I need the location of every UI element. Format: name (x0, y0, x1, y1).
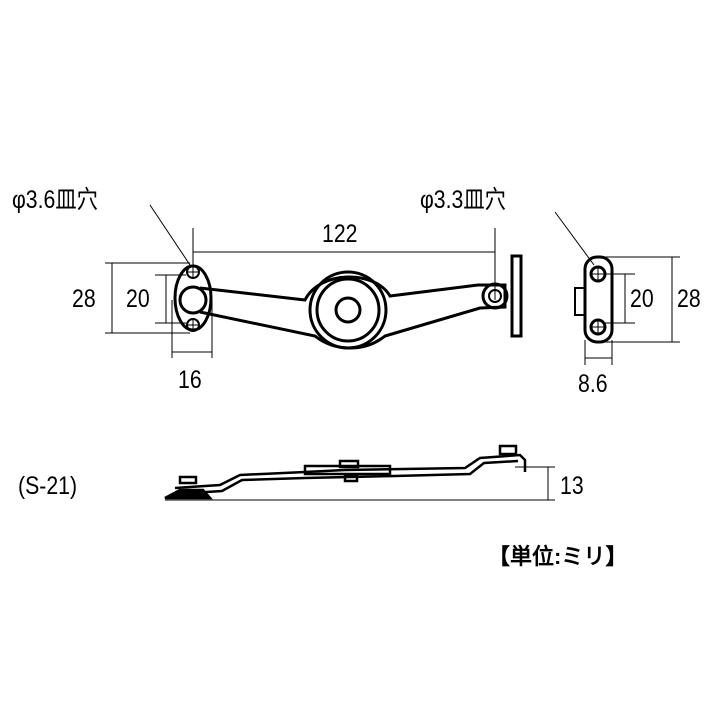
right-height-outer-label: 28 (677, 285, 701, 313)
left-bracket-cross (187, 266, 199, 331)
hub-outer (308, 270, 388, 350)
left-height-inner-label: 20 (126, 285, 150, 313)
model-label: (S-21) (18, 472, 78, 500)
right-width-label: 8.6 (578, 370, 608, 398)
hole-left-label: φ3.6皿穴 (12, 186, 98, 214)
right-height-inner-label: 20 (630, 285, 654, 313)
unit-label: 【単位:ミリ】 (488, 544, 628, 569)
side-view-stay (164, 444, 527, 500)
left-width-label: 16 (178, 366, 202, 394)
right-plate (510, 254, 523, 338)
right-bracket-view (574, 255, 614, 344)
hole-right-label: φ3.3皿穴 (420, 186, 506, 214)
length-label: 122 (322, 220, 358, 248)
side-height-label: 13 (560, 472, 584, 500)
arm-outline (199, 275, 507, 350)
left-height-outer-label: 28 (72, 285, 96, 313)
top-view-stay (173, 254, 523, 350)
